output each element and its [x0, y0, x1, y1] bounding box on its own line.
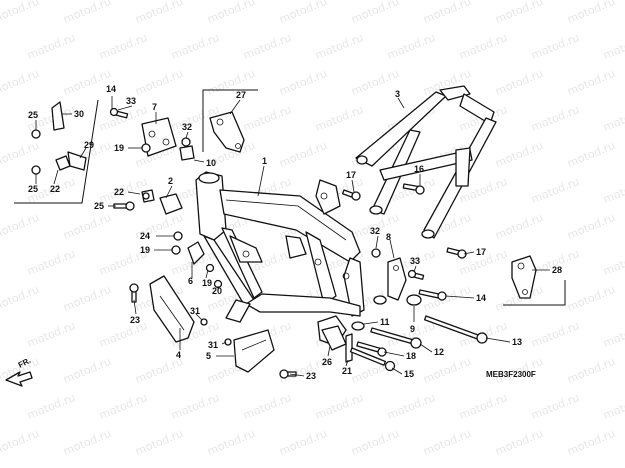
bolt-15	[349, 347, 396, 372]
group-box-bracket-28	[503, 280, 566, 306]
callout-24: 24	[140, 231, 150, 241]
part-5-guard[interactable]	[233, 329, 275, 373]
callout-17-upper: 17	[346, 170, 356, 180]
callout-8: 8	[386, 232, 391, 242]
callout-23-lower: 23	[306, 371, 316, 381]
bolt-14-right	[418, 289, 447, 301]
part-4-guard[interactable]	[149, 275, 195, 343]
callout-14-upper: 14	[106, 84, 116, 94]
callout-21: 21	[342, 366, 352, 376]
callout-23-left: 23	[130, 315, 140, 325]
group-box-left	[14, 99, 99, 204]
callout-29: 29	[84, 140, 94, 150]
part-9-collar[interactable]	[406, 294, 422, 306]
callout-5: 5	[206, 351, 211, 361]
front-direction-arrow	[5, 371, 33, 387]
callout-13: 13	[512, 337, 522, 347]
callout-19-upper: 19	[114, 143, 124, 153]
group-box-bracket-27	[202, 89, 258, 152]
part-11-collar[interactable]	[351, 295, 387, 331]
callout-25-bottom: 25	[28, 184, 38, 194]
part-6-plate[interactable]	[187, 241, 205, 265]
callout-22-left: 22	[50, 184, 60, 194]
bolt-12	[370, 327, 422, 349]
callout-15: 15	[404, 369, 414, 379]
part-32-nut-upper[interactable]	[181, 137, 191, 147]
callout-20: 20	[212, 286, 222, 296]
callout-9: 9	[410, 324, 415, 334]
callout-25-middle: 25	[94, 201, 104, 211]
bolt-33-left	[109, 107, 129, 119]
part-21-pin[interactable]	[345, 333, 353, 363]
leader-lines	[35, 96, 550, 377]
callout-28: 28	[552, 265, 562, 275]
part-8-plate[interactable]	[387, 257, 407, 301]
callout-33-left: 33	[126, 96, 136, 106]
bolt-25-left-b	[31, 165, 41, 175]
bolt-23-lower	[279, 369, 297, 379]
callout-32-upper: 32	[182, 122, 192, 132]
part-24-nut[interactable]	[173, 231, 183, 241]
callout-31-left: 31	[190, 306, 200, 316]
callout-22-middle: 22	[114, 187, 124, 197]
callout-10: 10	[206, 158, 216, 168]
callout-labels: 1 2 3 4 5 6 7 8 9 10 11 12 13 14 14 15 1…	[28, 84, 562, 381]
callout-7: 7	[152, 102, 157, 112]
bolt-25-left-a	[31, 129, 41, 139]
part-30-clip[interactable]	[51, 101, 65, 131]
callout-3: 3	[395, 89, 400, 99]
bolt-23-left	[129, 283, 139, 303]
callout-12: 12	[434, 347, 444, 357]
callout-25-top: 25	[28, 110, 38, 120]
main-frame[interactable]	[195, 171, 365, 347]
bolt-13	[423, 315, 488, 344]
callout-26: 26	[322, 357, 332, 367]
callout-4: 4	[176, 350, 181, 360]
callout-16: 16	[414, 164, 424, 174]
part-19-nuts[interactable]	[141, 143, 215, 273]
callout-31-lower: 31	[208, 340, 218, 350]
callout-2: 2	[168, 176, 173, 186]
part-27-bracket[interactable]	[209, 111, 245, 153]
bolt-16	[402, 183, 425, 195]
rear-subframe[interactable]	[355, 85, 497, 239]
callout-19-middle: 19	[140, 245, 150, 255]
part-32-nut-lower[interactable]	[371, 248, 381, 258]
bolt-33-right	[407, 269, 425, 280]
callout-30: 30	[74, 109, 84, 119]
callout-17-right: 17	[476, 247, 486, 257]
part-10-nut[interactable]	[179, 145, 195, 161]
callout-33-right: 33	[410, 256, 420, 266]
part-31-collars[interactable]	[200, 318, 232, 346]
part-28-bracket[interactable]	[511, 255, 537, 299]
front-direction-label: FR.	[17, 356, 33, 370]
part-code: MEB3F2300F	[486, 370, 536, 379]
callout-32-lower: 32	[370, 226, 380, 236]
part-29-clip[interactable]	[67, 151, 87, 171]
bolt-22	[142, 192, 150, 200]
bolt-17-upper	[341, 189, 361, 201]
callout-1: 1	[262, 156, 267, 166]
callout-11: 11	[380, 317, 390, 327]
bolt-17-lower	[446, 247, 467, 259]
callout-6: 6	[188, 276, 193, 286]
callout-19-lower: 19	[202, 278, 212, 288]
bolt-18	[356, 341, 387, 357]
callout-27: 27	[236, 90, 246, 100]
callout-18: 18	[406, 351, 416, 361]
bolt-25	[113, 201, 135, 211]
part-2-bracket[interactable]	[159, 193, 183, 215]
callout-14-right: 14	[476, 293, 486, 303]
